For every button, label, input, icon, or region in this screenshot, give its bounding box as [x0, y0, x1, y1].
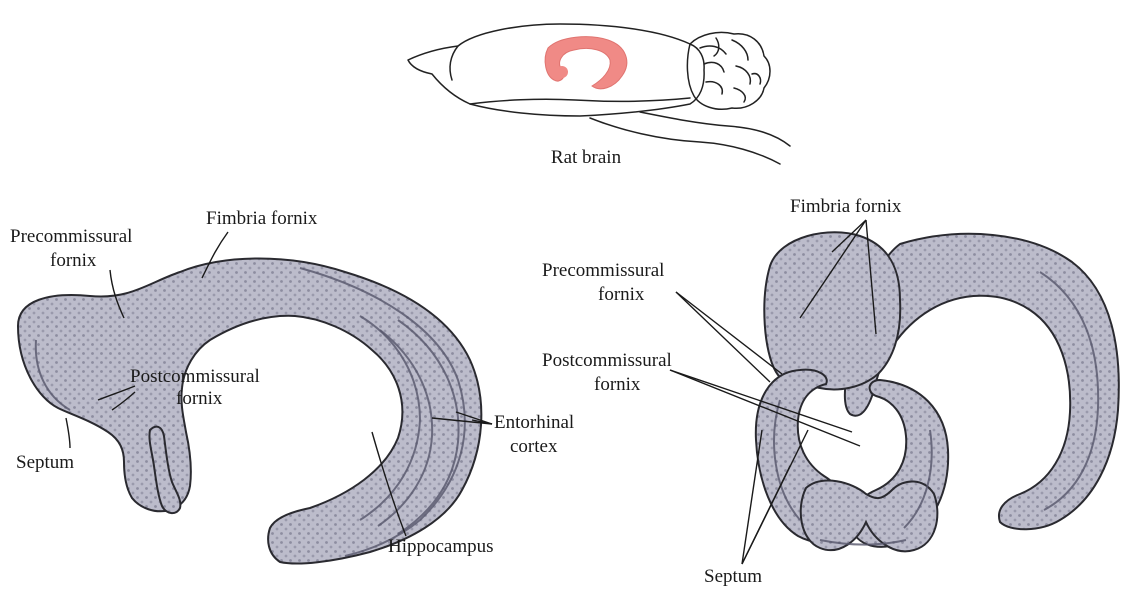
left-label-hippocampus: Hippocampus: [388, 536, 494, 557]
left-label-postcommissural-2: fornix: [176, 388, 223, 409]
right-label-postcommissural-2: fornix: [594, 374, 641, 395]
right-label-septum: Septum: [704, 566, 762, 587]
left-label-postcommissural-1: Postcommissural: [130, 366, 260, 387]
right-panel: Fimbria fornix Precommissural fornix Pos…: [542, 196, 1119, 587]
left-label-fimbria-fornix: Fimbria fornix: [206, 208, 318, 229]
right-label-fimbria-fornix: Fimbria fornix: [790, 196, 902, 217]
cerebellum: [687, 32, 770, 109]
right-label-precommissural-1: Precommissural: [542, 260, 664, 281]
rat-brain-caption: Rat brain: [551, 147, 622, 168]
left-label-septum: Septum: [16, 452, 74, 473]
left-fornix-hippocampus-body: [18, 259, 481, 564]
right-label-precommissural-2: fornix: [598, 284, 645, 305]
olfactory-bulb-line: [450, 46, 458, 80]
rat-brain-illustration: Rat brain: [408, 24, 790, 168]
right-hemisphere-lobe: [764, 232, 900, 389]
left-label-entorhinal-1: Entorhinal: [494, 412, 574, 433]
brainstem-outline: [640, 112, 790, 146]
right-label-postcommissural-1: Postcommissural: [542, 350, 672, 371]
left-panel: Fimbria fornix Precommissural fornix Pos…: [10, 208, 574, 564]
hippocampus-highlight-tip: [556, 66, 568, 78]
left-label-precommissural-2: fornix: [50, 250, 97, 271]
hippocampus-highlight: [545, 37, 627, 89]
left-label-entorhinal-2: cortex: [510, 436, 558, 457]
rhinal-line: [470, 98, 690, 104]
left-label-precommissural-1: Precommissural: [10, 226, 132, 247]
